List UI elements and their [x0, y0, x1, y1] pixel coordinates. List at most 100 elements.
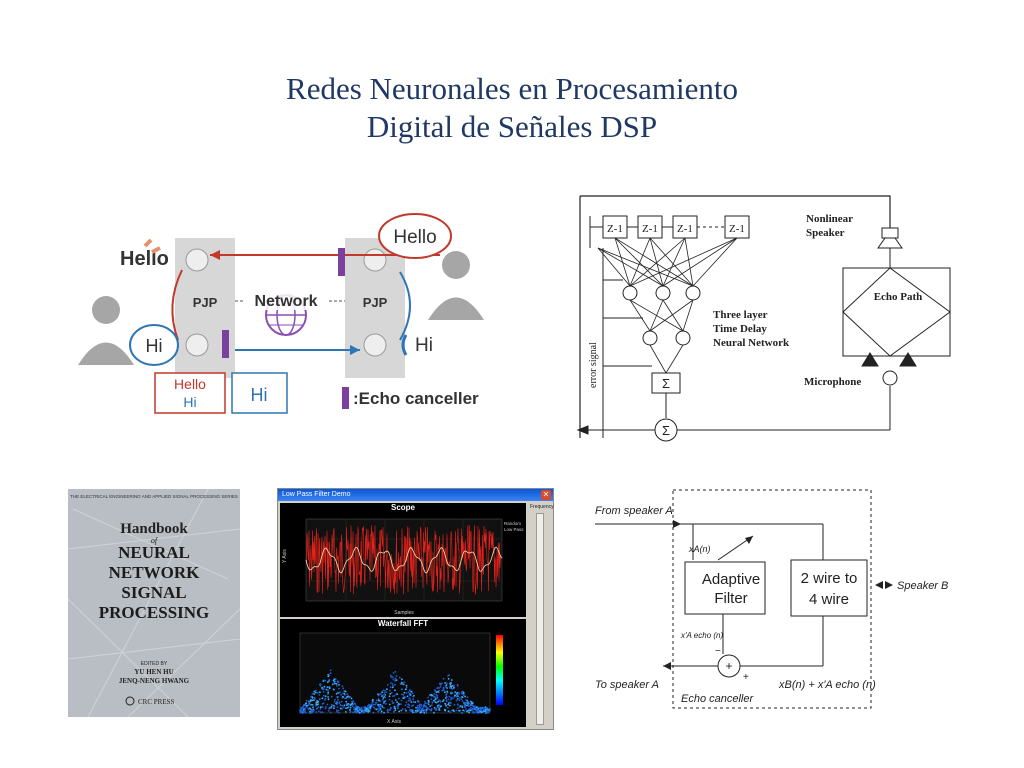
spectrum-dot: [477, 710, 480, 713]
spectrum-dot: [489, 707, 491, 710]
book-editor2: JENQ-NENG HWANG: [119, 677, 190, 685]
spectrum-dot: [392, 695, 394, 697]
spectrum-dot: [307, 708, 310, 711]
spectrum-dot: [318, 683, 321, 686]
plus-sign: +: [743, 672, 749, 683]
book-series: THE ELECTRICAL ENGINEERING AND APPLIED S…: [70, 494, 238, 499]
spectrum-dot: [312, 706, 314, 709]
spectrum-dot: [304, 710, 306, 713]
frequency-slider[interactable]: [536, 513, 544, 725]
speaker-b-label: Speaker B: [897, 580, 948, 592]
spectrum-dot: [434, 698, 437, 700]
echo-canceller-boundary: [672, 489, 872, 709]
phone-icon: [185, 248, 209, 272]
spectrum-dot: [311, 696, 314, 699]
spectrum-dot: [460, 698, 463, 701]
spectrum-dot: [333, 705, 336, 708]
spectrum-dot: [330, 704, 333, 706]
spectrum-dot: [326, 686, 329, 688]
spectrum-dot: [419, 707, 422, 709]
spectrum-dot: [344, 711, 347, 713]
spectrum-dot: [401, 693, 403, 696]
spectrum-dot: [311, 709, 313, 712]
spectrum-dot: [435, 701, 438, 704]
spectrum-dot: [369, 705, 372, 708]
spectrum-dot: [458, 692, 460, 695]
speaker-label-line1: Nonlinear: [806, 213, 853, 225]
slide-title-line1: Redes Neuronales en Procesamiento: [286, 71, 738, 106]
spectrum-dot: [440, 682, 443, 685]
spectrum-dot: [386, 684, 389, 686]
spectrum-dot: [340, 693, 342, 696]
spectrum-dot: [345, 703, 348, 705]
spectrum-dot: [444, 685, 447, 688]
spectrum-dot: [363, 706, 365, 708]
from-speaker-label: From speaker A: [595, 505, 673, 517]
spectrum-dot: [412, 704, 414, 707]
spectrum-dot: [484, 710, 487, 712]
legend-swatch: [342, 387, 349, 409]
spectrum-dot: [322, 680, 325, 682]
hi-bubble-left: [129, 324, 179, 366]
spectrum-dot: [377, 710, 380, 713]
spectrum-dot: [318, 694, 321, 696]
spectrum-dot: [473, 707, 476, 709]
spectrum-dot: [324, 695, 327, 698]
spectrum-dot: [324, 679, 327, 682]
spectrum-dot: [460, 711, 463, 714]
spectrum-dot: [327, 698, 330, 701]
spectrum-dot: [439, 704, 441, 707]
spectrum-dot: [456, 693, 459, 696]
spectrum-dot: [337, 695, 339, 698]
spectrum-dot: [471, 707, 474, 710]
spectrum-dot: [462, 692, 465, 695]
spectrum-dot: [365, 710, 368, 713]
echo-canceller-bar: [222, 330, 229, 358]
spectrum-dot: [314, 691, 317, 694]
adaptive-filter-line2: Filter: [714, 590, 747, 607]
spectrum-dot: [300, 706, 303, 709]
spectrum-dot: [347, 695, 349, 698]
spectrum-dot: [304, 703, 306, 706]
spectrum-dot: [319, 711, 322, 713]
spectrum-dot: [348, 703, 351, 706]
spectrum-dot: [440, 683, 442, 686]
scope-window: Low Pass Filter Demo ✕ Scope Samples Y A…: [277, 488, 554, 730]
spectrum-dot: [431, 701, 434, 703]
spectrum-dot: [420, 704, 423, 707]
spectrum-dot: [438, 709, 441, 711]
spectrum-dot: [475, 706, 478, 708]
hi-left-label: Hi: [146, 336, 163, 356]
spectrum-dot: [448, 704, 451, 707]
spectrum-dot: [380, 712, 383, 714]
window-close-button[interactable]: ✕: [541, 490, 551, 500]
spectrum-dot: [326, 681, 329, 684]
spectrum-dot: [338, 711, 340, 714]
spectrum-dot: [468, 709, 470, 712]
spectrum-dot: [407, 691, 410, 694]
spectrum-dot: [325, 705, 327, 708]
spectrum-dot: [436, 695, 439, 697]
spectrum-dot: [398, 710, 401, 713]
spectrum-dot: [341, 707, 343, 710]
spectrum-dot: [394, 709, 397, 712]
spectrum-dot: [467, 700, 469, 703]
scope-panel: Scope Samples Y Axis Random Low Pass: [280, 503, 526, 617]
spectrum-dot: [441, 689, 444, 692]
spectrum-dot: [446, 691, 449, 693]
echo-path-box: [842, 267, 951, 357]
spectrum-dot: [384, 703, 387, 705]
spectrum-dot: [390, 692, 393, 694]
spectrum-dot: [332, 679, 335, 682]
spectrum-dot: [344, 697, 346, 700]
spectrum-dot: [322, 694, 325, 697]
spectrum-dot: [445, 699, 448, 702]
spectrum-dot: [388, 695, 391, 698]
spectrum-dot: [323, 685, 326, 688]
spectrum-dot: [355, 706, 357, 708]
spectrum-dot: [405, 686, 408, 689]
spectrum-dot: [411, 692, 414, 694]
spectrum-dot: [336, 710, 338, 713]
spectrum-dot: [389, 708, 392, 711]
error-signal-label: error signal: [588, 342, 599, 388]
